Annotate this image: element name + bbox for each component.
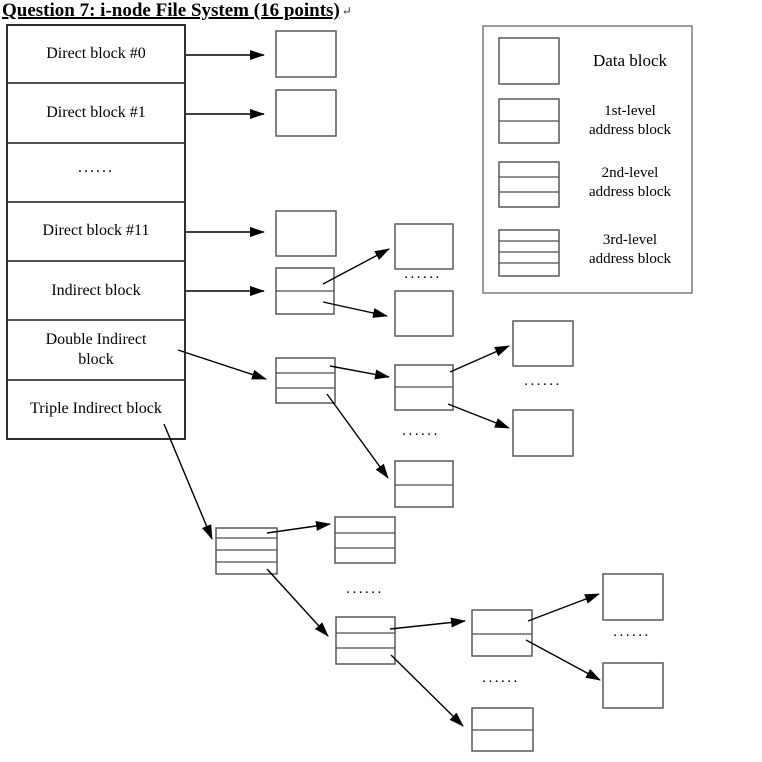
legend-label-2nd-level-line2: address block (588, 184, 672, 200)
data-block-direct-11 (275, 210, 337, 257)
arrow-triple3rd-to-2nd-a (266, 521, 331, 534)
address-block-1st-level-triple-a (471, 609, 533, 657)
inode-row-direct-11: Direct block #11 (42, 222, 150, 239)
data-block-double-a (512, 320, 574, 367)
inode-row-double-indirect: Double Indirect block (45, 331, 147, 368)
legend-label-data-block: Data block (592, 51, 668, 70)
arrow-double2nd-to-1st-b (326, 393, 389, 479)
inode-table (6, 24, 186, 440)
ellipsis-double-data: ...... (524, 373, 562, 389)
legend-label-1st-level-line1: 1st-level (604, 103, 656, 119)
address-block-1st-level-triple-b (471, 707, 534, 752)
data-block-indirect-a (394, 223, 454, 270)
inode-row-direct-0: Direct block #0 (46, 45, 146, 62)
data-block-triple-a (602, 573, 664, 621)
arrow-triple2nd-to-1st-b (390, 654, 464, 727)
page-title: Question 7: i-node File System (16 point… (2, 0, 352, 22)
data-block-double-b (512, 409, 574, 457)
inode-row-indirect: Indirect block (51, 282, 141, 299)
legend-label-2nd-level: 2nd-level address block (560, 164, 700, 202)
legend-label-1st-level-line2: address block (588, 122, 672, 138)
arrow-double1st-to-data-a (449, 345, 510, 373)
paragraph-mark-icon: ↵ (341, 4, 352, 18)
arrow-triple3rd-to-2nd-b (266, 568, 329, 637)
arrow-double1st-to-data-b (447, 403, 510, 429)
address-block-1st-level-indirect (275, 267, 335, 315)
legend-label-3rd-level-line1: 3rd-level (602, 232, 658, 248)
data-block-direct-1 (275, 89, 337, 137)
address-block-2nd-level-triple-a (334, 516, 396, 564)
arrow-triple1st-to-data-a (527, 593, 600, 622)
inode-row-ellipsis: ...... (78, 159, 114, 176)
arrow-triple2nd-to-1st-a (389, 617, 466, 630)
ellipsis-triple-data: ...... (613, 624, 651, 640)
legend-swatch-data-block (498, 37, 560, 85)
data-block-direct-0 (275, 30, 337, 78)
page-title-text: Question 7: i-node File System (16 point… (2, 0, 340, 21)
inode-row-direct-1: Direct block #1 (46, 104, 146, 121)
arrow-triple-indirect (163, 423, 213, 540)
arrow-indirect-to-data-a (322, 248, 390, 285)
ellipsis-triple-2nd: ...... (346, 581, 384, 597)
legend-swatch-3rd-level-address-block (498, 229, 560, 277)
arrow-double-indirect (177, 349, 267, 380)
ellipsis-double-1st: ...... (402, 423, 440, 439)
legend-swatch-1st-level-address-block (498, 98, 560, 144)
data-block-indirect-b (394, 290, 454, 337)
legend-swatch-2nd-level-address-block (498, 161, 560, 208)
legend-label-2nd-level-line1: 2nd-level (601, 165, 659, 181)
legend-label-3rd-level: 3rd-level address block (560, 231, 700, 269)
address-block-1st-level-double-a (394, 364, 454, 411)
ellipsis-indirect-data: ...... (404, 266, 442, 282)
address-block-2nd-level-double (275, 357, 336, 404)
address-block-3rd-level-triple (215, 527, 278, 575)
inode-row-triple-indirect: Triple Indirect block (30, 400, 162, 417)
legend-label-1st-level: 1st-level address block (560, 102, 700, 140)
ellipsis-triple-1st: ...... (482, 670, 520, 686)
data-block-triple-b (602, 662, 664, 709)
arrow-indirect-to-data-b (322, 301, 388, 318)
arrow-triple1st-to-data-b (525, 639, 601, 681)
legend-label-3rd-level-line2: address block (588, 251, 672, 267)
address-block-2nd-level-triple-b (335, 616, 396, 665)
address-block-1st-level-double-b (394, 460, 454, 508)
arrow-double2nd-to-1st-a (329, 365, 390, 380)
legend-box (482, 25, 693, 294)
